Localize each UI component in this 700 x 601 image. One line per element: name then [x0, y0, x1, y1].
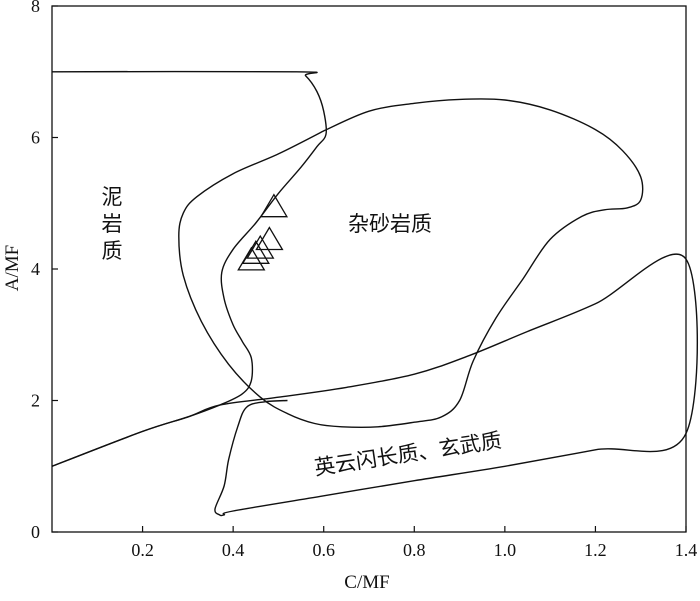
x-tick-label: 1.4: [675, 540, 698, 560]
data-point-triangle: [237, 246, 266, 271]
field-label-mudstone-line-1: 泥: [102, 185, 123, 209]
field-boundary-mudstone: [51, 70, 328, 467]
field-label-mudstone: 泥 岩 质: [102, 185, 123, 263]
x-tick-label: 0.8: [403, 540, 426, 560]
x-tick-label: 1.0: [494, 540, 517, 560]
data-point-triangle: [255, 226, 284, 251]
field-boundary-tonalite-basalt: [51, 253, 699, 517]
x-tick-label: 0.6: [312, 540, 335, 560]
x-tick-label: 0.4: [222, 540, 245, 560]
field-label-tonalite-basalt: 英云闪长质、玄武质: [313, 428, 503, 480]
x-tick-label: 0.2: [131, 540, 154, 560]
x-tick-label: 1.2: [584, 540, 607, 560]
field-label-greywacke: 杂砂岩质: [348, 212, 432, 236]
y-tick-label: 8: [31, 0, 40, 16]
data-point-triangle: [259, 193, 289, 218]
x-axis-label: C/MF: [344, 572, 389, 593]
field-label-mudstone-line-2: 岩: [102, 212, 123, 236]
field-boundary-greywacke: [178, 98, 644, 428]
data-points: [237, 193, 289, 271]
y-tick-label: 4: [31, 259, 40, 279]
y-tick-label: 6: [31, 128, 40, 148]
field-boundaries: [51, 70, 699, 517]
ticks: 0.2 0.4 0.6 0.8 1.0 1.2 1.4 0 2 4 6 8: [31, 0, 697, 560]
field-label-mudstone-line-3: 质: [102, 239, 123, 263]
y-tick-label: 2: [31, 391, 40, 411]
y-axis-label: A/MF: [2, 245, 23, 291]
y-tick-label: 0: [31, 522, 40, 542]
data-point-triangle: [246, 234, 275, 259]
